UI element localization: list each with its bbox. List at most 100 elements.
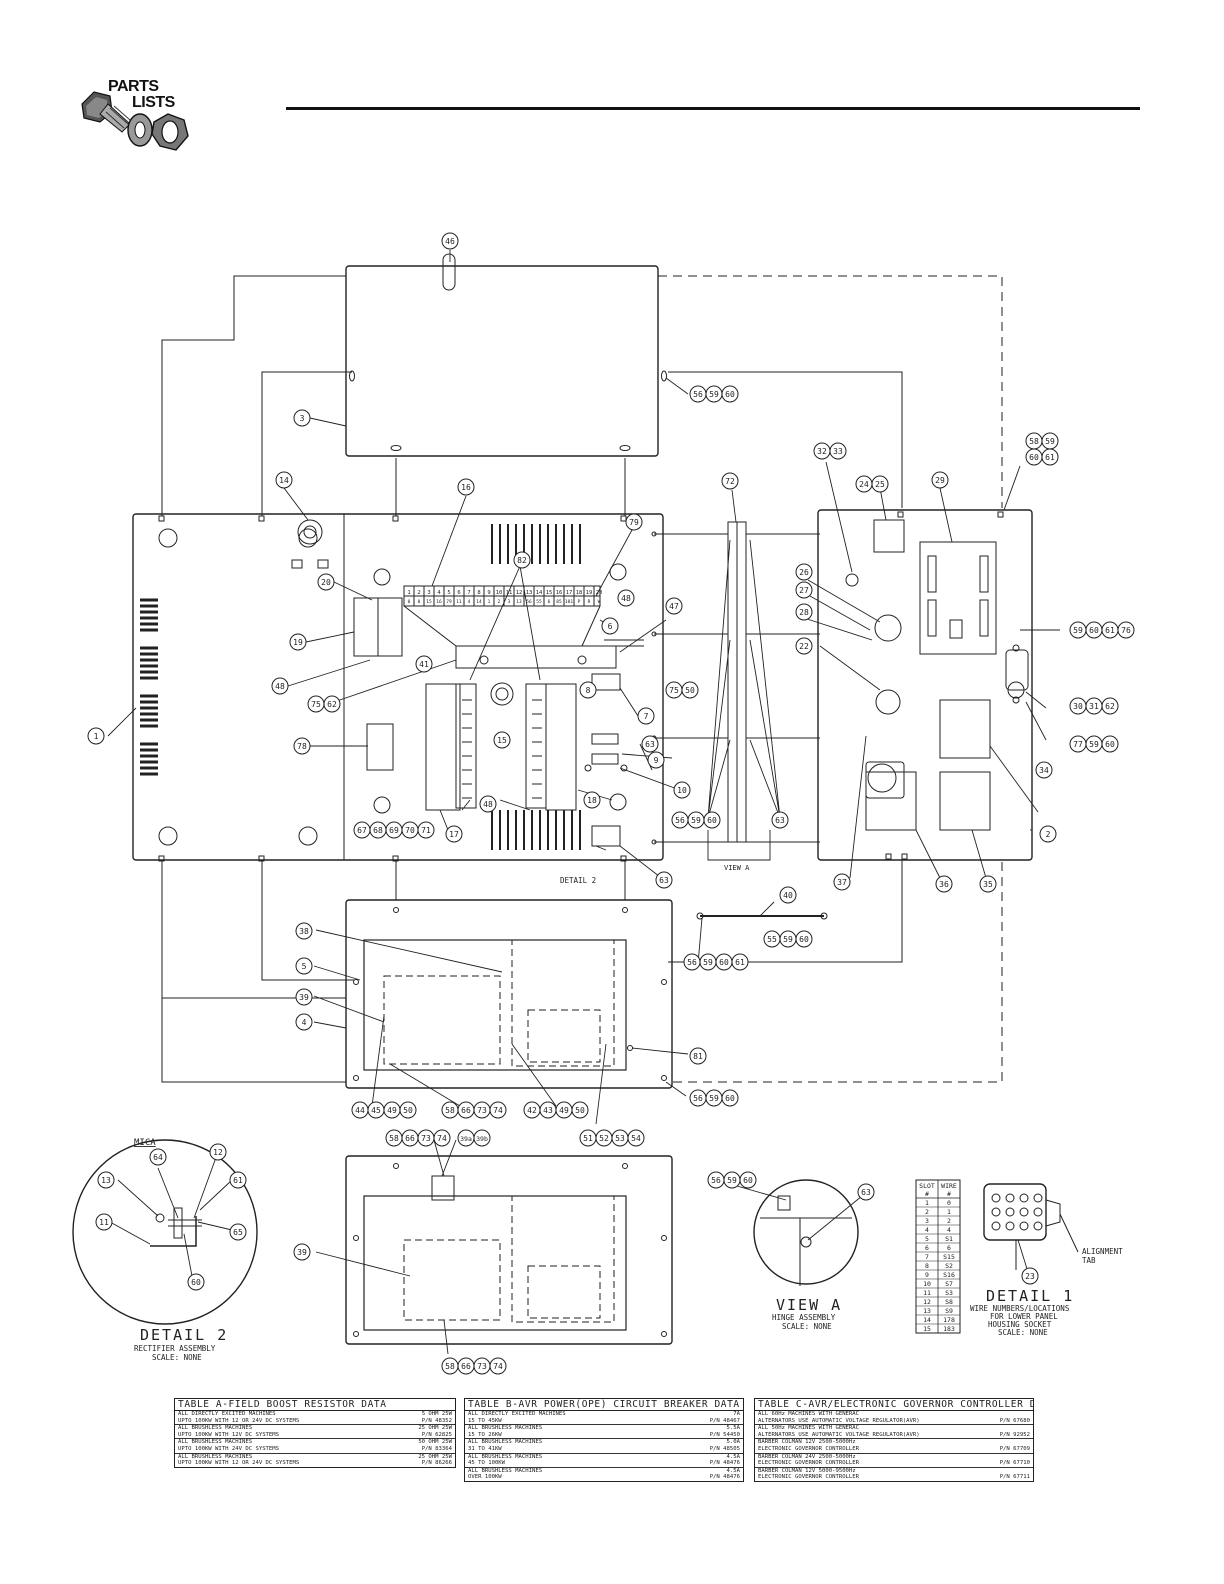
terminal-bottom-number: 6 xyxy=(548,599,551,605)
table-description: 45 TO 100KW xyxy=(468,1460,506,1467)
callout-text: 61 xyxy=(233,1176,243,1185)
slot-table-cell: 6 xyxy=(947,1244,951,1252)
callout-text: 50 xyxy=(685,686,695,695)
callout-text: 36 xyxy=(939,880,949,889)
callout-text: 15 xyxy=(497,736,507,745)
view-a-circle xyxy=(753,1179,859,1285)
table-value: P/N 48476 xyxy=(709,1474,740,1481)
detail-2-title: DETAIL 2 xyxy=(140,1326,228,1344)
callout-58d: 58 xyxy=(441,1357,459,1375)
callout-60h: 60 xyxy=(721,1089,739,1107)
callout-1: 1 xyxy=(87,727,105,745)
callout-text: 73 xyxy=(477,1362,487,1371)
table-b: TABLE B-AVR POWER(OPE) CIRCUIT BREAKER D… xyxy=(464,1398,744,1482)
slot-table-cell: 11 xyxy=(923,1289,931,1297)
table-description: 15 TO 26KW xyxy=(468,1431,502,1438)
terminal-top-number: 11 xyxy=(506,590,513,596)
callout-5: 5 xyxy=(295,957,313,975)
callout-text: 58 xyxy=(445,1362,455,1371)
terminal-bottom-number: 14 xyxy=(476,599,482,605)
table-a-title: TABLE A-FIELD BOOST RESISTOR DATA xyxy=(175,1399,455,1411)
callout-19: 19 xyxy=(289,633,307,651)
callout-70: 70 xyxy=(401,821,419,839)
table-description: 15 TO 45KW xyxy=(468,1417,502,1424)
callout-30: 30 xyxy=(1069,697,1087,715)
slot-table-cell: S9 xyxy=(945,1307,953,1315)
table-description: ALL DIRECTLY EXCITED MACHINES xyxy=(468,1411,566,1417)
callout-31: 31 xyxy=(1085,697,1103,715)
table-description: ALL DIRECTLY EXCITED MACHINES xyxy=(178,1411,276,1417)
callout-36: 36 xyxy=(935,875,953,893)
slot-table-cell: 2 xyxy=(925,1208,929,1216)
callout-text: 56 xyxy=(687,958,697,967)
detail-1-sub-3: HOUSING SOCKET xyxy=(988,1320,1052,1329)
callout-63c: 63 xyxy=(655,871,673,889)
slot-table-cell: 1 xyxy=(947,1208,951,1216)
slot-table-cell: 4 xyxy=(947,1226,951,1234)
callout-text: 28 xyxy=(799,608,809,617)
callout-text: 38 xyxy=(299,927,309,936)
slot-table-header: WIRE xyxy=(941,1182,957,1190)
callout-9: 9 xyxy=(647,751,665,769)
table-description: ALTERNATORS USE AUTOMATIC VOLTAGE REGULA… xyxy=(758,1431,920,1438)
callout-text: 8 xyxy=(586,686,591,695)
table-row: BARBER COLMAN 12V 2500-5000Hz xyxy=(755,1439,1033,1446)
callout-56d: 56 xyxy=(689,1089,707,1107)
callout-56b: 56 xyxy=(671,811,689,829)
callout-text: 66 xyxy=(405,1134,415,1143)
callout-text: 62 xyxy=(327,700,337,709)
callout-text: 44 xyxy=(355,1106,365,1115)
callout-text: 75 xyxy=(669,686,679,695)
callout-text: 53 xyxy=(615,1134,625,1143)
callout-text: 5 xyxy=(302,962,307,971)
callout-text: 60 xyxy=(719,958,729,967)
callout-55: 55 xyxy=(763,930,781,948)
callout-63d: 63 xyxy=(857,1183,875,1201)
callout-49b: 49 xyxy=(555,1101,573,1119)
detail-1-sub-4: SCALE: NONE xyxy=(998,1328,1048,1337)
callout-77: 77 xyxy=(1069,735,1087,753)
callout-text: 63 xyxy=(659,876,669,885)
callout-60g: 60 xyxy=(715,953,733,971)
callout-40: 40 xyxy=(779,886,797,904)
table-description: 31 TO 41KW xyxy=(468,1445,502,1452)
terminal-bottom-number: 15 xyxy=(426,599,432,605)
callout-26: 26 xyxy=(795,563,813,581)
callout-text: 39 xyxy=(297,1248,307,1257)
callout-4: 4 xyxy=(295,1013,313,1031)
table-description: ELECTRONIC GOVERNOR CONTROLLER xyxy=(758,1445,860,1452)
callout-15: 15 xyxy=(493,731,511,749)
terminal-top-number: 6 xyxy=(457,590,460,596)
table-row: ALTERNATORS USE AUTOMATIC VOLTAGE REGULA… xyxy=(755,1432,1033,1439)
table-description: ALL BRUSHLESS MACHINES xyxy=(468,1439,543,1446)
table-value: P/N 67710 xyxy=(999,1460,1030,1467)
callout-59f: 59 xyxy=(779,930,797,948)
terminal-bottom-number: 1 xyxy=(488,599,491,605)
callout-22: 22 xyxy=(795,637,813,655)
callout-text: 60 xyxy=(799,935,809,944)
callout-73c: 73 xyxy=(473,1357,491,1375)
mica-label: MICA xyxy=(134,1138,156,1148)
table-description: UPTO 100KW WITH 12V DC SYSTEMS xyxy=(178,1431,280,1438)
callout-text: 39 xyxy=(299,993,309,1002)
callout-59c: 59 xyxy=(1069,621,1087,639)
terminal-bottom-number: 0 xyxy=(418,599,421,605)
table-value: P/N 67680 xyxy=(999,1417,1030,1424)
callout-35: 35 xyxy=(979,875,997,893)
table-description: ALL 50Hz MACHINES WITH GENERAC xyxy=(758,1425,860,1432)
slot-table-cell: S16 xyxy=(943,1271,955,1279)
table-value: 50 OHM 25W xyxy=(418,1439,452,1446)
callout-66b: 66 xyxy=(401,1129,419,1147)
callout-58a: 58 xyxy=(1025,432,1043,450)
callout-text: 63 xyxy=(861,1188,871,1197)
callout-text: 73 xyxy=(477,1106,487,1115)
callout-37: 37 xyxy=(833,873,851,891)
callout-text: 77 xyxy=(1073,740,1083,749)
